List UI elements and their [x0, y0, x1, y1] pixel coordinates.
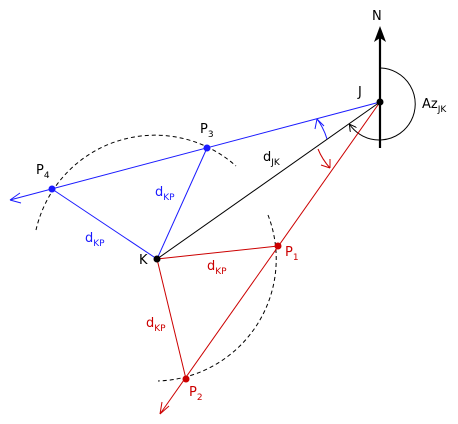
line-k-p3 [156, 147, 208, 260]
azimuth-arc [350, 67, 416, 141]
blue-ray-arrowhead [9, 192, 22, 204]
line-k-p2 [156, 258, 187, 380]
dashed-arc-lower [157, 214, 277, 382]
blue-angle-arrow [314, 118, 325, 130]
red-angle-arc [317, 148, 331, 169]
blue-angle-arc [316, 118, 328, 140]
point-p4-label: P4 [36, 163, 50, 181]
distance-jk-label: dJK [263, 150, 281, 168]
red-angle-arrow [320, 159, 331, 169]
point-k [153, 255, 161, 263]
dashed-arc-upper [35, 134, 237, 231]
point-p3-label: P3 [200, 122, 214, 140]
point-j-label: J [357, 85, 362, 100]
point-p4 [48, 185, 56, 193]
point-k-label: K [139, 253, 148, 268]
line-k-p4 [51, 188, 158, 260]
point-p3 [203, 144, 211, 152]
north-label: N [372, 9, 382, 24]
point-p2-label: P2 [189, 385, 203, 403]
north-arrowhead [374, 26, 386, 42]
distance-kp1-label: dKP [207, 259, 227, 277]
red-ray-arrowhead [159, 401, 170, 415]
line-jk [156, 101, 381, 260]
point-j [376, 98, 384, 106]
line-blue-ray [9, 101, 381, 201]
line-red-ray [159, 101, 381, 415]
distance-kp4-label: dKP [85, 231, 105, 249]
distance-kp3-label: dKP [155, 185, 175, 203]
point-p1 [274, 242, 282, 250]
point-p2 [182, 375, 190, 383]
line-k-p1 [156, 245, 279, 260]
point-p1-label: P1 [285, 245, 299, 263]
azimuth-label: AzJK [422, 97, 447, 115]
distance-kp2-label: dKP [146, 316, 166, 334]
